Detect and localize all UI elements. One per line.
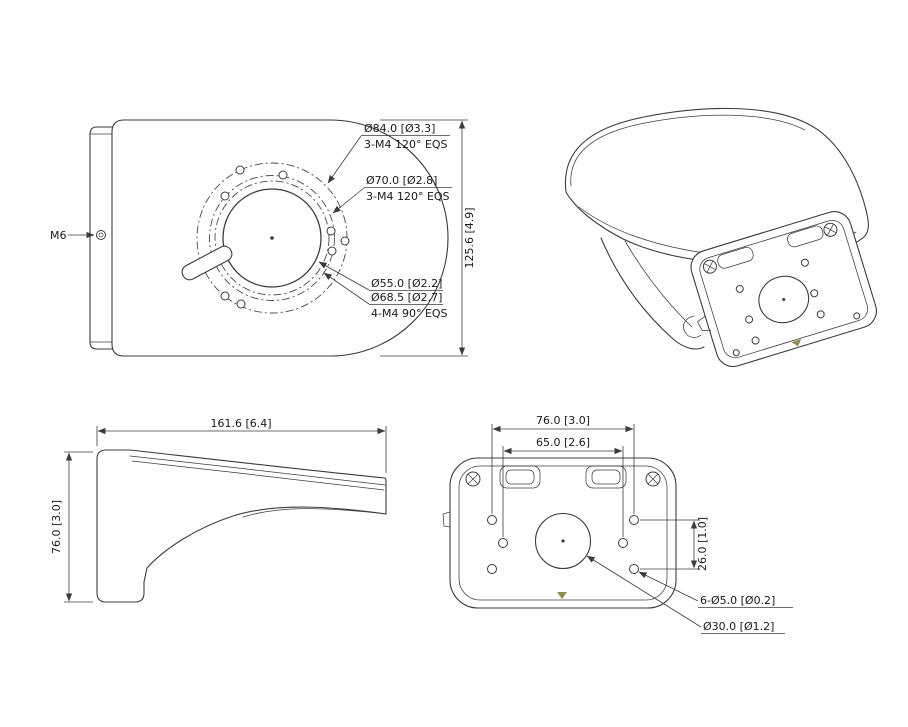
latch-slot-right bbox=[787, 225, 824, 248]
mount-hole bbox=[816, 310, 825, 319]
callout-685-line1: Ø68.5 [Ø2.7] bbox=[371, 291, 442, 304]
mount-hole bbox=[618, 538, 628, 548]
corner-screw-top-right bbox=[823, 222, 838, 237]
mount-hole bbox=[498, 538, 508, 548]
m6-screw-hole bbox=[96, 230, 106, 240]
screw-hole bbox=[340, 236, 350, 246]
cable-hole bbox=[758, 275, 810, 324]
mount-hole bbox=[487, 515, 497, 525]
length-dim-label: 161.6 [6.4] bbox=[210, 417, 271, 430]
mount-hole bbox=[629, 515, 639, 525]
mount-hole bbox=[735, 284, 744, 293]
mounting-face bbox=[690, 211, 877, 368]
dim65-label: 65.0 [2.6] bbox=[536, 436, 590, 449]
corner-screw-right bbox=[645, 471, 661, 487]
safety-wire-hook bbox=[683, 315, 702, 338]
callout-70-line2: 3-M4 120° EQS bbox=[366, 190, 450, 203]
center-mark bbox=[270, 236, 274, 240]
callout-84-line2: 3-M4 120° EQS bbox=[364, 138, 448, 151]
mounting-face-inner-line bbox=[699, 219, 869, 359]
arm-edge-outer bbox=[600, 237, 705, 350]
screw-hole bbox=[278, 170, 288, 180]
dim26-label: 26.0 [1.0] bbox=[696, 517, 709, 571]
holes-callout-leader bbox=[638, 571, 699, 602]
mount-hole bbox=[487, 564, 497, 574]
corner-screw-left bbox=[465, 471, 481, 487]
center-hole-callout-label: Ø30.0 [Ø1.2] bbox=[703, 620, 774, 633]
screw-hole bbox=[327, 246, 337, 256]
bolt-circle-70 bbox=[209, 175, 335, 301]
mount-hole bbox=[810, 289, 819, 298]
screw-hole bbox=[326, 226, 336, 236]
screw-hole bbox=[235, 165, 245, 175]
holes-callout-label: 6-Ø5.0 [Ø0.2] bbox=[700, 594, 775, 607]
center-cable-hole bbox=[534, 512, 592, 570]
dim76-label: 76.0 [3.0] bbox=[536, 414, 590, 427]
callout-55-line1: Ø55.0 [Ø2.2] bbox=[371, 277, 442, 290]
center-hole-55 bbox=[222, 188, 322, 288]
ground-mark bbox=[557, 592, 567, 599]
latch-slot-left-inner bbox=[505, 469, 535, 485]
mount-hole bbox=[800, 258, 809, 267]
ground-mark bbox=[791, 339, 802, 347]
m6-label: M6 bbox=[50, 229, 67, 242]
callout-70-line1: Ø70.0 [Ø2.8] bbox=[366, 174, 437, 187]
side-view: 161.6 [6.4] 76.0 [3.0] bbox=[50, 417, 387, 603]
callout-70-leader bbox=[332, 187, 365, 214]
corner-hole-bottom-left bbox=[732, 349, 740, 357]
side-latch bbox=[442, 511, 451, 528]
callout-55-leader bbox=[318, 261, 370, 291]
mount-hole bbox=[745, 315, 754, 324]
arm-top-edge-line-1 bbox=[129, 455, 386, 486]
shell-rim-line bbox=[570, 114, 806, 187]
screw-hole bbox=[220, 191, 230, 201]
corner-hole-bottom-right bbox=[853, 312, 861, 320]
arm-edge-inner bbox=[624, 240, 693, 328]
m6-screw-hole-inner bbox=[98, 232, 104, 238]
bolt-circle-68 bbox=[214, 180, 330, 296]
bracket-base-outline bbox=[111, 119, 449, 357]
center-hole-callout-leader bbox=[586, 555, 702, 628]
callout-685-line2: 4-M4 90° EQS bbox=[371, 307, 448, 320]
back-view: 76.0 [3.0] 65.0 [2.6] 26.0 [1.0] 6-Ø5.0 … bbox=[442, 414, 793, 634]
mount-hole bbox=[629, 564, 639, 574]
arm-top-edge-line-2 bbox=[131, 460, 385, 491]
cable-hole-center-mark bbox=[782, 297, 786, 301]
center-mark bbox=[561, 539, 565, 543]
locking-tab bbox=[181, 245, 233, 281]
mount-hole bbox=[751, 336, 760, 345]
latch-slot-left bbox=[717, 246, 754, 269]
screw-hole bbox=[236, 299, 246, 309]
screw-hole bbox=[220, 291, 230, 301]
front-view: M6 Ø84.0 [Ø3.3] 3-M4 120° EQS Ø70.0 [Ø2.… bbox=[50, 119, 476, 357]
callout-84-line1: Ø84.0 [Ø3.3] bbox=[364, 122, 435, 135]
callout-685-leader bbox=[323, 272, 370, 305]
isometric-view bbox=[564, 107, 877, 368]
side-profile-outline bbox=[96, 449, 387, 603]
side-latch bbox=[697, 315, 711, 332]
latch-slot-right-inner bbox=[591, 469, 621, 485]
height-dim-label: 125.6 [4.9] bbox=[463, 207, 476, 268]
callout-84-leader bbox=[327, 135, 362, 184]
back-inner-line bbox=[458, 465, 668, 601]
corner-screw-top-left bbox=[702, 259, 717, 274]
latch-slot-left bbox=[499, 465, 541, 489]
arm-underside-inner-line bbox=[242, 508, 379, 518]
mounting-face-outline bbox=[690, 211, 877, 368]
back-outline bbox=[449, 457, 677, 609]
plate-height-dim-label: 76.0 [3.0] bbox=[50, 500, 63, 554]
latch-slot-right bbox=[585, 465, 627, 489]
